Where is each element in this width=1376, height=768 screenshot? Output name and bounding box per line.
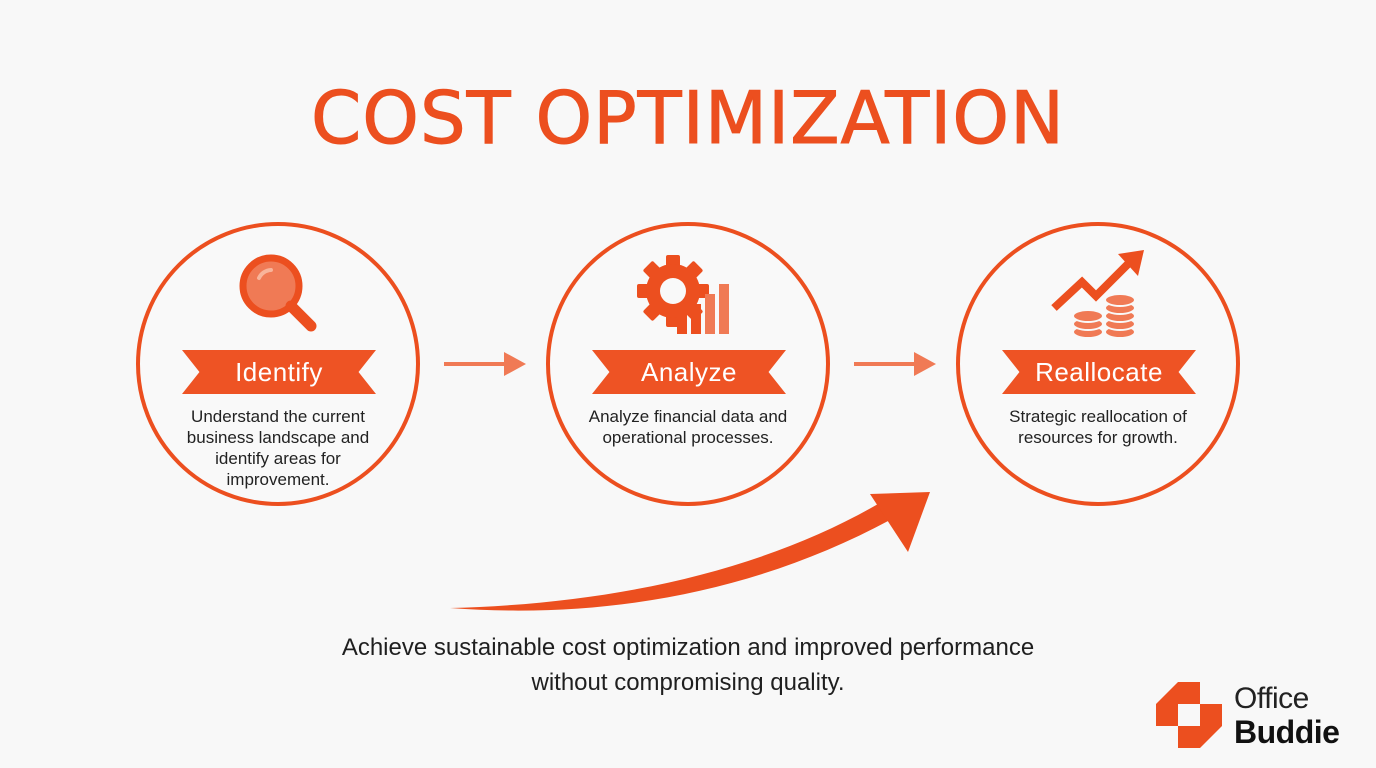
step-label: Identify (182, 350, 376, 394)
brand-name-line1: Office (1234, 682, 1309, 715)
magnifier-icon (140, 246, 416, 341)
page-title: COST OPTIMIZATION (311, 76, 1065, 160)
step-reallocate: Reallocate Strategic reallocation of res… (956, 222, 1240, 506)
gear-chart-icon (550, 246, 826, 341)
step-description: Strategic reallocation of resources for … (1009, 407, 1187, 447)
trend-coins-icon (960, 246, 1236, 341)
step-description: Analyze financial data and operational p… (588, 407, 788, 447)
step-analyze: Analyze Analyze financial data and opera… (546, 222, 830, 506)
office-buddie-logo-icon (1156, 682, 1222, 748)
curved-growth-arrow-icon (450, 492, 930, 611)
step-identify: Identify Understand the current business… (136, 222, 420, 506)
step-label: Analyze (592, 350, 786, 394)
step-description: Understand the current business landscap… (186, 407, 370, 489)
step-label: Reallocate (1002, 350, 1196, 394)
brand-name-line2: Buddie (1234, 714, 1340, 750)
arrow-right-icon (444, 352, 526, 376)
summary-text: Achieve sustainable cost optimization an… (341, 634, 1035, 696)
arrow-right-icon (854, 352, 936, 376)
brand-logo: Office Buddie (1156, 682, 1356, 752)
